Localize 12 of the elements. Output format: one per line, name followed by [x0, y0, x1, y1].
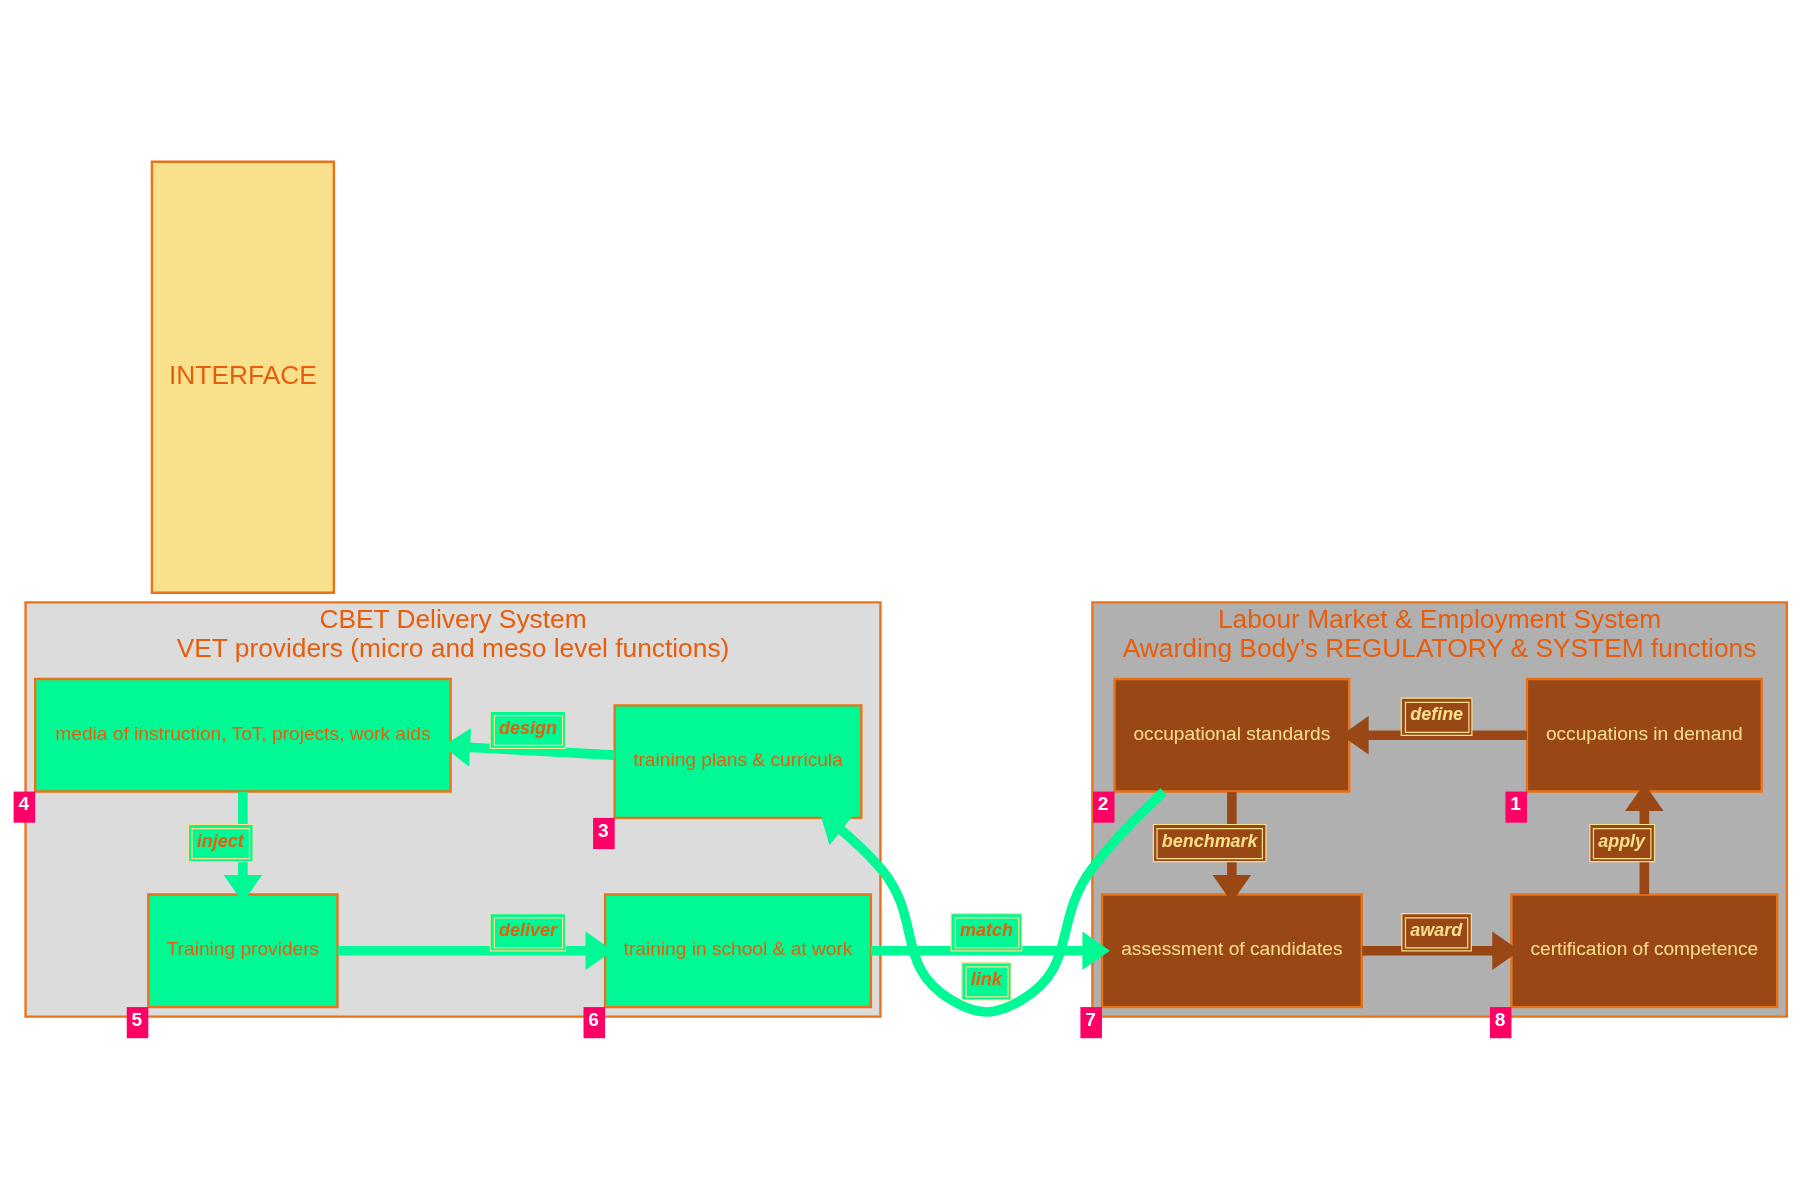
- edge-label: match: [960, 919, 1013, 940]
- edge-label: award: [1410, 919, 1463, 940]
- edge-label: define: [1410, 704, 1464, 725]
- edge-label: design: [499, 717, 557, 738]
- edge-label: inject: [196, 830, 244, 851]
- node-label: 2: [1097, 793, 1109, 815]
- edge-label: deliver: [499, 919, 557, 940]
- edge-label: apply: [1598, 830, 1646, 851]
- node-label: 3: [597, 819, 609, 841]
- edge-label: link: [970, 968, 1002, 989]
- node-label: 1: [1510, 793, 1521, 815]
- edge-label: benchmark: [1161, 830, 1258, 851]
